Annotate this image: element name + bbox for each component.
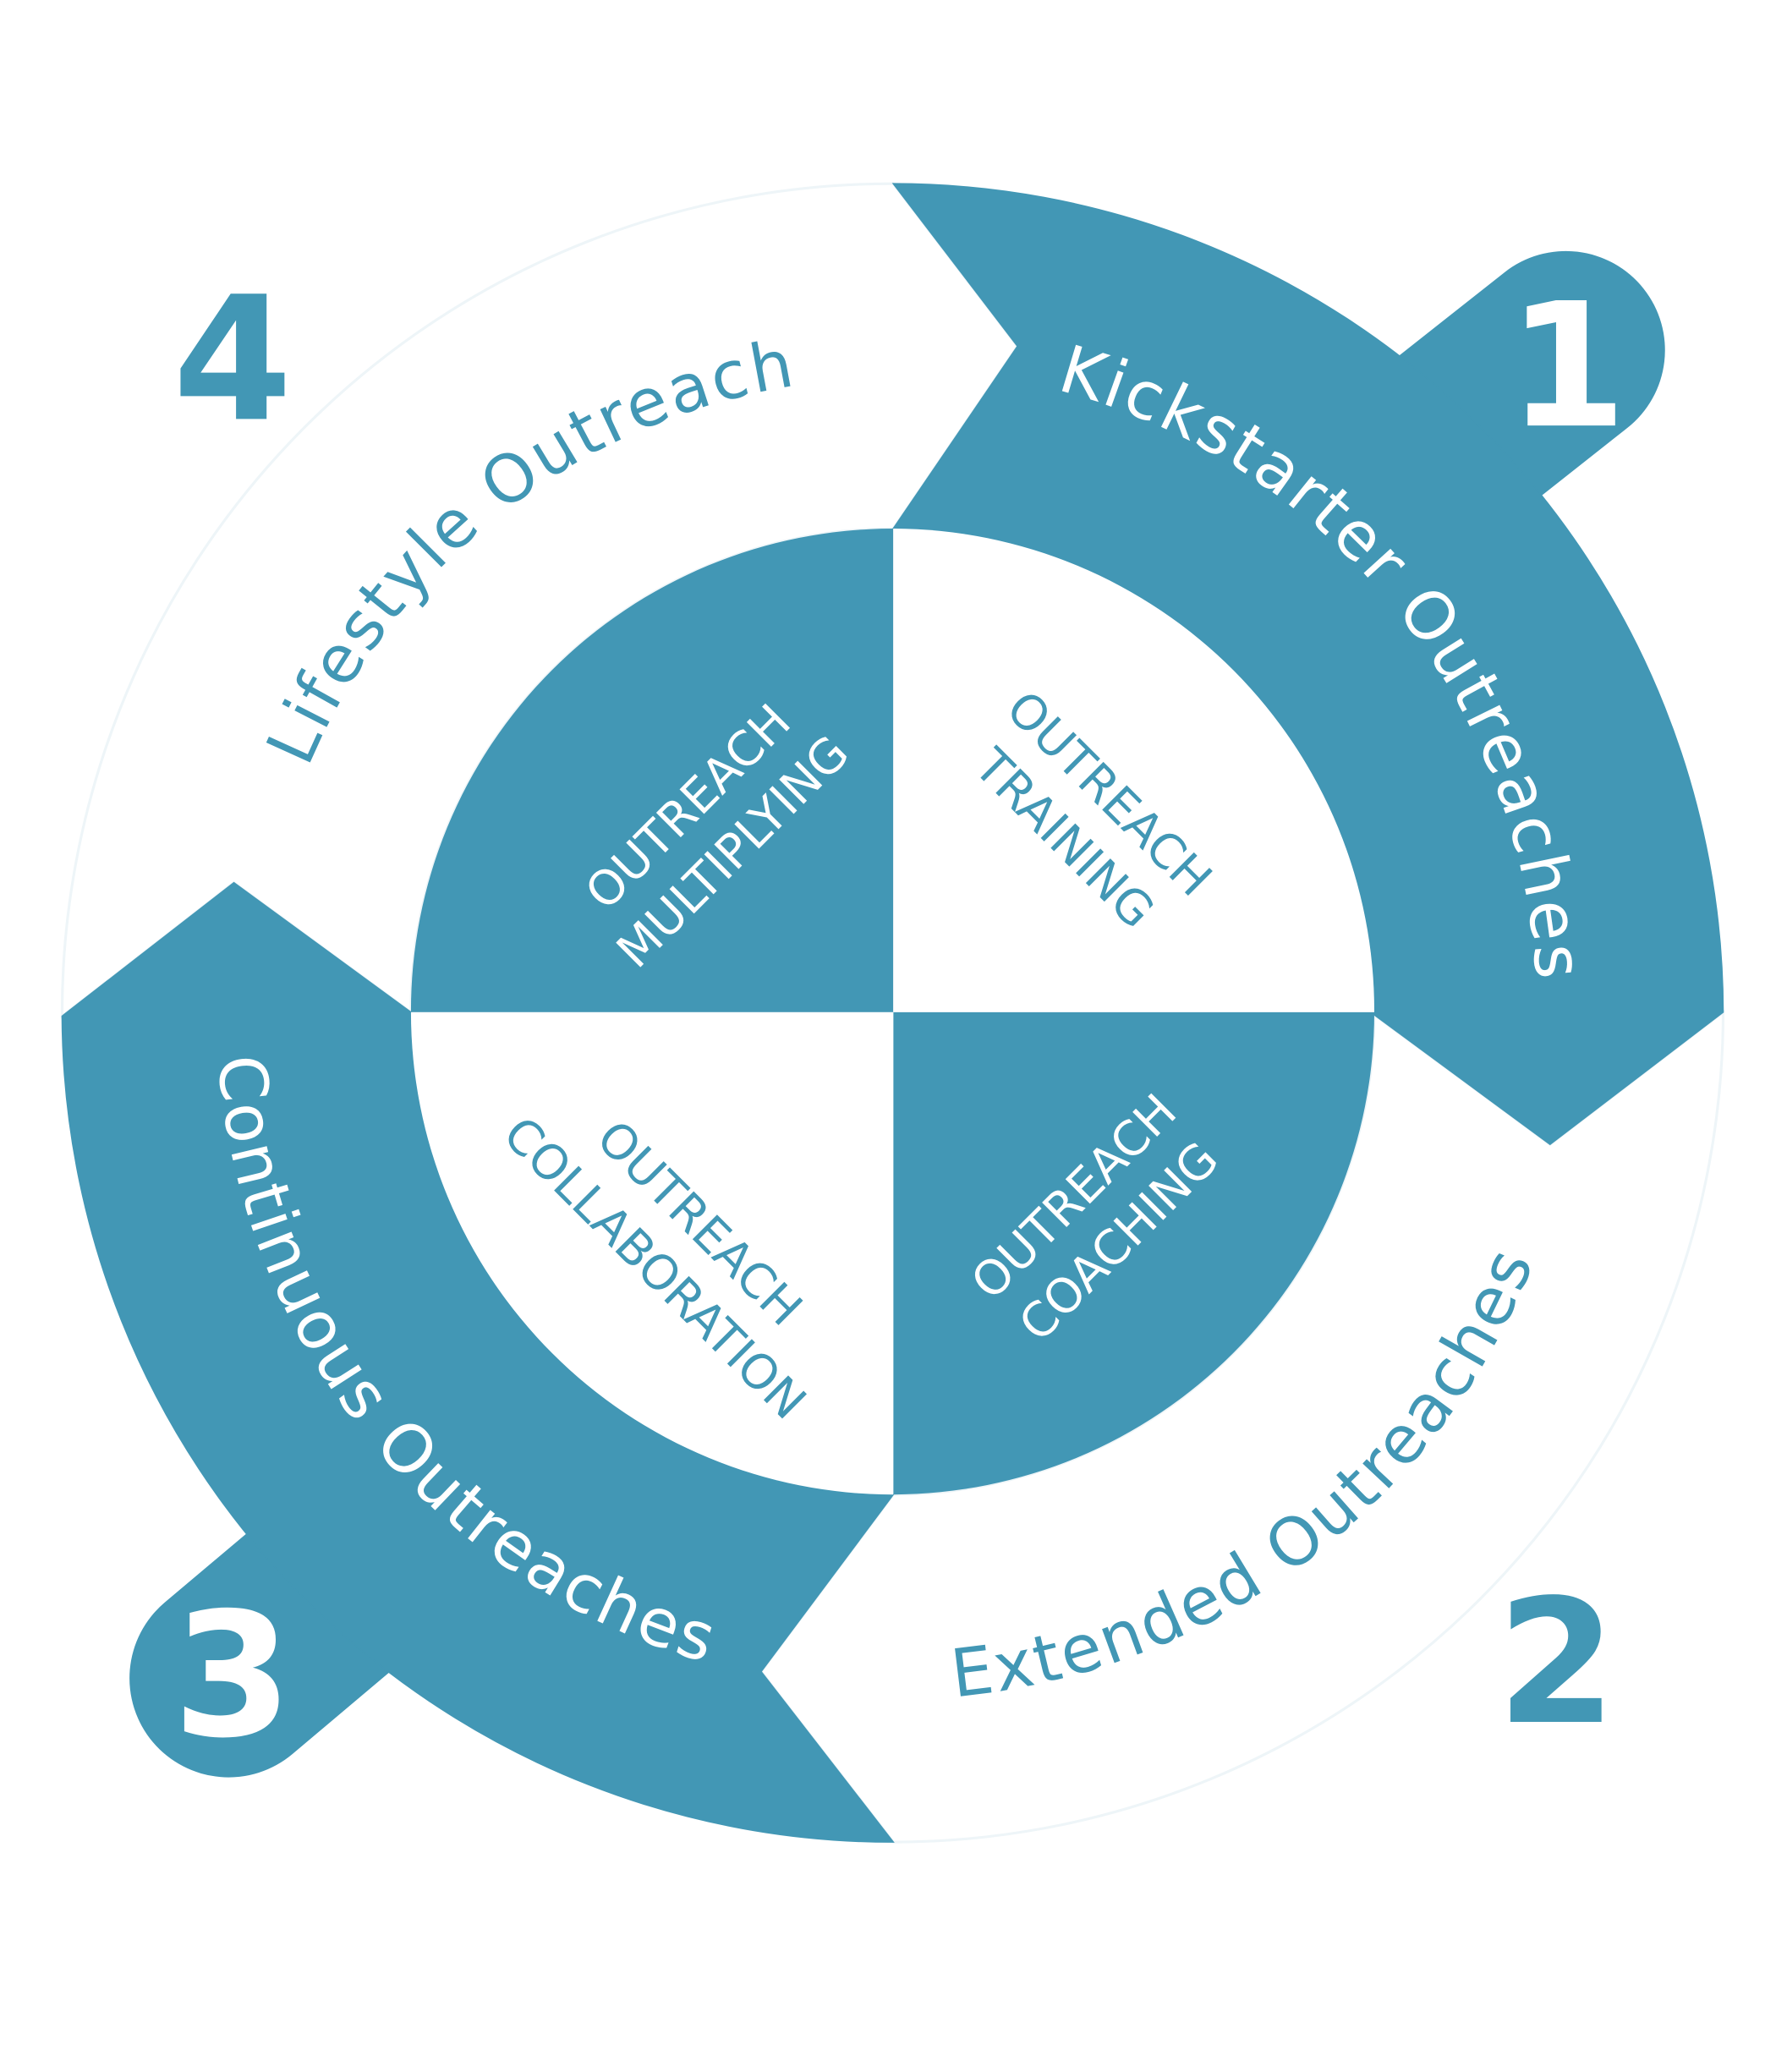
stage-2-number: 2	[1497, 1562, 1616, 1762]
stage-1-number: 1	[1507, 266, 1626, 466]
quadrant-multiplying	[410, 529, 894, 1012]
stage-4-number: 4	[173, 259, 292, 459]
quadrant-coaching	[893, 1011, 1374, 1495]
quadrant-collaboration	[410, 1011, 894, 1495]
stage-3-number: 3	[173, 1576, 292, 1776]
quadrant-training	[893, 529, 1375, 1012]
